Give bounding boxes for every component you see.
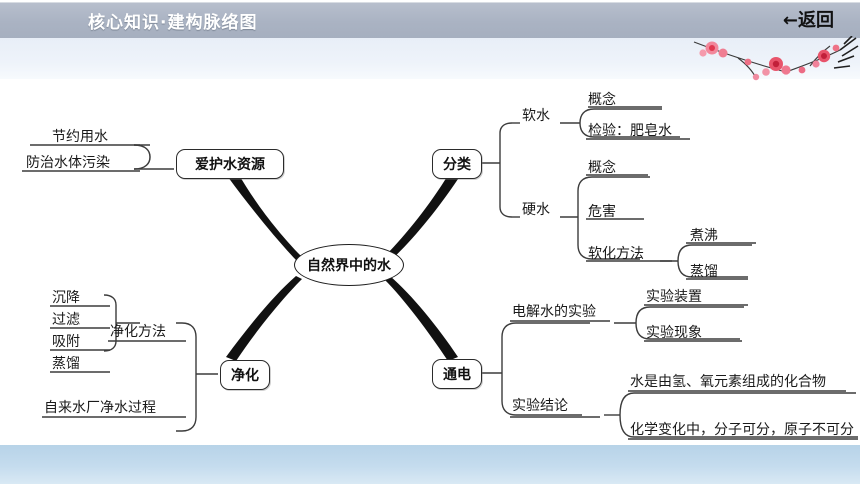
mindmap-diagram: 自然界中的水 爱护水资源 分类 净化 通电 节约用水 防治水体污染 软水 概念 … [0,79,860,445]
leaf-prevent-pollution: 防治水体污染 [26,155,110,171]
page-title: 核心知识·建构脉络图 [88,13,258,33]
leaf-soft-water-test: 检验：肥皂水 [588,123,672,139]
leaf-hard-water-concept: 概念 [588,160,616,176]
header-band [0,2,860,38]
footer-band [0,445,860,484]
node-softening-method: 软化方法 [588,246,644,262]
node-electrolysis-experiment: 电解水的实验 [512,304,596,320]
leaf-save-water: 节约用水 [52,129,108,145]
leaf-experiment-phenomenon: 实验现象 [646,325,702,341]
branch-node-electrify[interactable]: 通电 [432,359,482,389]
leaf-hard-water-harm: 危害 [588,204,616,220]
back-button[interactable]: ←返回 [782,10,834,31]
leaf-soft-water-concept: 概念 [588,92,616,108]
leaf-waterworks-process: 自来水厂净水过程 [44,400,156,416]
leaf-adsorption: 吸附 [52,334,80,350]
leaf-sedimentation: 沉降 [52,290,80,306]
branch-node-purify[interactable]: 净化 [220,360,270,390]
node-soft-water: 软水 [522,108,550,124]
node-experiment-conclusion: 实验结论 [512,398,568,414]
branch-node-protect[interactable]: 爱护水资源 [176,149,284,179]
node-purify-methods: 净化方法 [110,324,166,340]
mindmap-sub-connectors [22,106,858,440]
mindmap-main-connectors [226,173,458,361]
leaf-distillation-soften: 蒸馏 [690,264,718,280]
node-hard-water: 硬水 [522,202,550,218]
leaf-conclusion-atoms: 化学变化中，分子可分，原子不可分 [630,422,854,438]
leaf-experiment-apparatus: 实验装置 [646,289,702,305]
plum-blossom-icon [690,36,860,82]
branch-node-classify[interactable]: 分类 [432,149,482,179]
leaf-distillation-purify: 蒸馏 [52,356,80,372]
leaf-conclusion-composition: 水是由氢、氧元素组成的化合物 [630,374,826,390]
leaf-filtration: 过滤 [52,312,80,328]
leaf-boiling: 煮沸 [690,228,718,244]
mindmap-center-node[interactable]: 自然界中的水 [294,244,404,286]
